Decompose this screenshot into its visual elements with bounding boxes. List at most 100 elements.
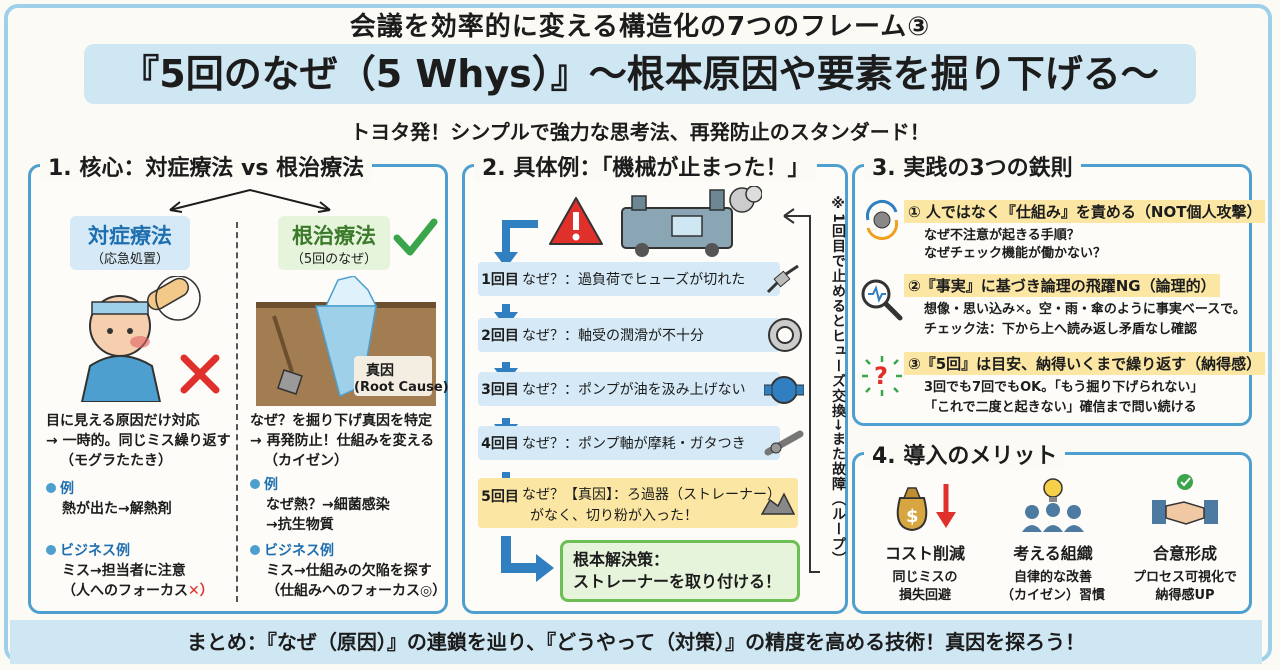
title-top: 会議を効率的に変える構造化の7つのフレーム③ <box>349 12 931 42</box>
summary-text: まとめ：『なぜ（原因）』の連鎖を辿り、『どうやって（対策）』の精度を高める技術！… <box>186 630 1086 654</box>
radical-example-label: 例 <box>250 474 278 494</box>
why-step-3: 3回目なぜ？：ポンプが油を汲み上げない <box>478 372 780 406</box>
example-label-text: 例 <box>264 477 278 493</box>
handshake-icon <box>1152 474 1218 525</box>
rule-1-line-2: なぜチェック機能が働かない？ <box>924 246 1107 261</box>
biz-2-mark: ✕） <box>188 583 214 599</box>
panel-divider <box>236 222 238 602</box>
pump-icon <box>764 376 804 404</box>
biz-2-text: （人へのフォーカス <box>62 583 188 599</box>
symptomatic-biz-label: ビジネス例 <box>46 540 130 560</box>
radical-desc-1: なぜ？を掘り下げ真因を特定 <box>250 413 432 429</box>
title-main: 『5回のなぜ（5 Whys）』～根本原因や要素を掘り下げる～ <box>121 52 1159 96</box>
rule-2-head: ②『事実』に基づき論理の飛躍NG（論理的） <box>904 274 1220 297</box>
benefit-2-line-1: 自律的な改善 <box>1013 570 1092 585</box>
warning-icon <box>549 197 603 245</box>
subtitle: トヨタ発！シンプルで強力な思考法、再発防止のスタンダード！ <box>350 120 930 144</box>
question-arrows-icon: ? <box>862 356 902 396</box>
symptomatic-desc-1: 目に見える原因だけ対応 <box>46 413 200 429</box>
why-step-number: 2回目 <box>481 328 519 344</box>
bullet-icon <box>46 545 56 555</box>
money-bag-icon: $ <box>896 484 956 532</box>
fuse-icon <box>766 264 799 294</box>
solution-label: 根本解決策： <box>573 550 670 569</box>
radical-desc-2: → 再発防止！仕組みを変える <box>250 433 435 449</box>
panel-rules-title: 3. 実践の3つの鉄則 <box>864 150 1081 182</box>
why-step-number: 4回目 <box>481 436 519 452</box>
symptomatic-example: 熱が出た→解熱剤 <box>62 501 172 517</box>
why-step-text: なぜ？：軸受の潤滑が不十分 <box>522 328 704 344</box>
radical-biz-2: （仕組みへのフォーカス◎） <box>266 583 447 599</box>
red-x-icon <box>180 354 220 394</box>
benefit-1-line-1: 同じミスの <box>892 570 958 585</box>
benefit-3-line-1: プロセス可視化で <box>1132 570 1237 585</box>
compare-arrow-icon <box>169 188 331 213</box>
why-step-5-text-2: がなく、切り粉が入った！ <box>530 508 698 524</box>
radical-label-box <box>278 216 390 270</box>
radical-example-1: なぜ熱？→細菌感染 <box>266 497 390 513</box>
why-step-text: なぜ？：ポンプ軸が摩耗・ガタつき <box>522 436 746 452</box>
symptomatic-title: 対症療法 <box>88 224 172 248</box>
example-label-text: 例 <box>60 481 74 497</box>
symptomatic-biz-2: （人へのフォーカス✕） <box>62 580 214 600</box>
why-step-4: 4回目なぜ？：ポンプ軸が摩耗・ガタつき <box>478 426 780 460</box>
benefit-1-line-2: 損失回避 <box>898 588 951 603</box>
radical-example-2: →抗生物質 <box>266 517 334 533</box>
rule-3-line-1: 3回でも7回でもOK。「もう掘り下げられない」 <box>924 380 1204 395</box>
why-step-5-text-1: なぜ？【真因】：ろ過器（ストレーナー） <box>522 487 781 503</box>
why-step-text: なぜ？：過負荷でヒューズが切れた <box>522 272 746 288</box>
green-check-icon <box>393 218 438 256</box>
benefit-2-line-2: （カイゼン）習慣 <box>1000 588 1105 603</box>
radical-sub: （5回のなぜ） <box>290 252 378 267</box>
shaft-icon <box>764 430 804 456</box>
svg-text:$: $ <box>906 506 919 527</box>
bearing-icon <box>768 318 802 352</box>
biz-label-text: ビジネス例 <box>60 543 130 559</box>
benefit-3-head: 合意形成 <box>1152 544 1217 563</box>
rule-1-line-1: なぜ不注意が起きる手順？ <box>924 228 1080 243</box>
bullet-icon <box>46 483 56 493</box>
why-step-number: 5回目 <box>481 489 519 505</box>
loop-note: ※1回目で止めるとヒューズ交換→また故障（ループ） <box>830 196 846 567</box>
iceberg-dig-icon <box>256 276 436 406</box>
rule-2-line-2: チェック法：下から上へ読み返し矛盾なし確認 <box>924 322 1198 337</box>
benefit-1-head: コスト削減 <box>884 544 965 563</box>
radical-desc-3: （カイゼン） <box>264 453 348 469</box>
panel-benefits-title: 4. 導入のメリット <box>864 438 1066 470</box>
summary-band <box>10 620 1262 664</box>
rule-1-head: ① 人ではなく『仕組み』を責める（NOT個人攻撃） <box>904 200 1266 223</box>
svg-text:?: ? <box>874 362 888 390</box>
machine-icon <box>621 186 762 257</box>
biz-label-text: ビジネス例 <box>264 543 334 559</box>
symptomatic-desc-3: （モグラたたき） <box>60 453 172 469</box>
title-band <box>84 44 1196 104</box>
why-step-number: 1回目 <box>481 272 519 288</box>
symptomatic-desc-2: → 一時的。同じミス繰り返す <box>46 433 231 449</box>
why-step-1: 1回目なぜ？：過負荷でヒューズが切れた <box>478 262 780 296</box>
symptomatic-biz-1: ミス→担当者に注意 <box>62 563 186 579</box>
panel-example-title: 2. 具体例：「機械が止まった！」 <box>474 150 818 182</box>
why-step-2: 2回目なぜ？：軸受の潤滑が不十分 <box>478 318 780 352</box>
benefit-2-head: 考える組織 <box>1013 544 1093 563</box>
root-solution-box: 根本解決策： ストレーナーを取り付ける！ <box>560 540 800 602</box>
solution-text: ストレーナーを取り付ける！ <box>573 572 782 591</box>
symptomatic-sub: （応急処置） <box>90 252 169 267</box>
benefit-3-line-2: 納得感UP <box>1155 588 1215 603</box>
why-step-5-root-cause: 5回目 なぜ？【真因】：ろ過器（ストレーナー） がなく、切り粉が入った！ <box>478 478 798 528</box>
radical-biz-label: ビジネス例 <box>250 540 334 560</box>
radical-title: 根治療法 <box>292 224 376 248</box>
cycle-gear-icon <box>865 199 899 241</box>
why-step-text: なぜ？：ポンプが油を汲み上げない <box>522 382 746 398</box>
chips-icon <box>760 492 796 515</box>
bullet-icon <box>250 479 260 489</box>
radical-biz-1: ミス→仕組みの欠陥を探す <box>266 563 432 579</box>
rule-3-head: ③『5回』は目安、納得いくまで繰り返す（納得感） <box>904 352 1266 375</box>
rule-2-line-1: 想像・思い込み✕。空・雨・傘のように事実ベースで。 <box>924 302 1246 317</box>
root-cause-label-2: (Root Cause) <box>354 380 449 395</box>
rule-3-line-2: 「これで二度と起きない」確信まで問い続ける <box>924 400 1197 415</box>
symptomatic-label-box <box>70 216 190 270</box>
loop-arrow-icon <box>783 208 820 573</box>
why-step-number: 3回目 <box>481 382 519 398</box>
symptomatic-example-label: 例 <box>46 478 74 498</box>
panel-core-title: 1. 核心：対症療法 vs 根治療法 <box>40 150 373 182</box>
